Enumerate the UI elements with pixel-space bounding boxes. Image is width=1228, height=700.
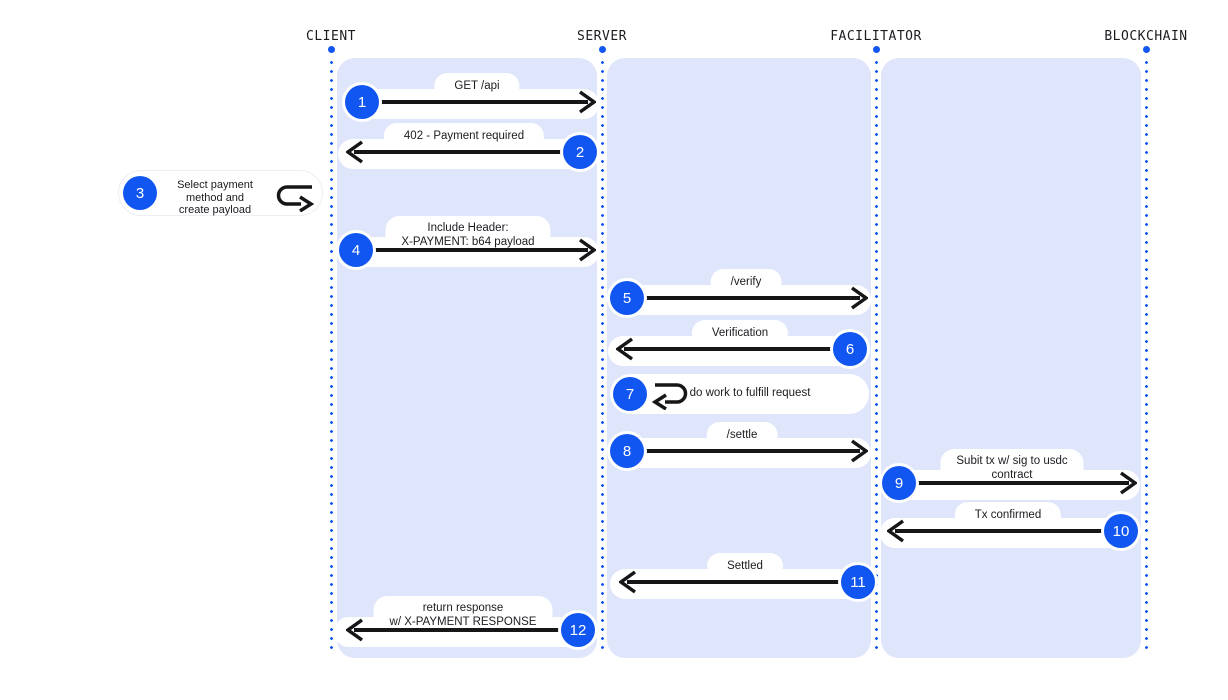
step-number-badge: 11 [841, 565, 875, 599]
lifeline-server [601, 58, 604, 650]
actor-dot-blockchain [1142, 46, 1150, 53]
arrow-head-right-icon [578, 238, 596, 262]
arrow-head-left-icon [616, 337, 634, 361]
actor-dot-server [598, 46, 606, 53]
step-number-badge: 7 [613, 377, 647, 411]
arrow-head-right-icon [850, 439, 868, 463]
message-7-label: do work to fulfill request [689, 387, 811, 399]
step-number-badge: 9 [882, 466, 916, 500]
message-2-arrow-line [354, 150, 580, 154]
message-9-label: Subit tx w/ sig to usdc contract [940, 449, 1084, 487]
message-4-label: Include Header: X-PAYMENT: b64 payload [385, 216, 551, 254]
message-12-arrow-line [354, 628, 578, 632]
message-6-label: Verification [691, 320, 789, 346]
message-9-arrow-line [899, 481, 1129, 485]
arrow-head-right-icon [850, 286, 868, 310]
message-11-arrow-line [627, 580, 858, 584]
message-6-arrow-line [624, 347, 850, 351]
lifeline-blockchain [1145, 58, 1148, 650]
actor-dot-facilitator [872, 46, 880, 53]
hook-arrow-right-icon [276, 185, 315, 212]
lane-facilitator-blockchain [881, 58, 1141, 658]
step-number-badge: 2 [563, 135, 597, 169]
message-10-arrow-line [895, 529, 1121, 533]
actor-label-blockchain: BLOCKCHAIN [1104, 29, 1188, 44]
step-number-badge: 6 [833, 332, 867, 366]
arrow-head-left-icon [346, 140, 364, 164]
message-8-arrow-line [627, 449, 860, 453]
actor-label-client: CLIENT [306, 29, 356, 44]
message-4-arrow-line [356, 248, 588, 252]
step-number-badge: 8 [610, 434, 644, 468]
arrow-head-left-icon [887, 519, 905, 543]
step-number-badge: 12 [561, 613, 595, 647]
message-2-label: 402 - Payment required [383, 123, 545, 149]
step-number-badge: 4 [339, 233, 373, 267]
message-5-label: /verify [710, 269, 782, 295]
lifeline-facilitator [875, 58, 878, 650]
message-1-arrow-line [362, 100, 588, 104]
step-number-badge: 10 [1104, 514, 1138, 548]
message-1-label: GET /api [434, 73, 520, 99]
step-number-badge: 3 [123, 176, 157, 210]
arrow-head-left-icon [619, 570, 637, 594]
message-7-band [612, 374, 869, 414]
actor-dot-client [327, 46, 335, 53]
message-5-arrow-line [627, 296, 860, 300]
arrow-head-right-icon [1119, 471, 1137, 495]
lifeline-client [330, 58, 333, 650]
loop-arrow-left-icon [651, 383, 688, 410]
message-12-label: return response w/ X-PAYMENT RESPONSE [373, 596, 553, 634]
message-8-label: /settle [706, 422, 778, 448]
message-10-label: Tx confirmed [954, 502, 1062, 528]
actor-label-facilitator: FACILITATOR [830, 29, 922, 44]
message-3-label: Select payment method and create payload [177, 179, 253, 216]
arrow-head-left-icon [346, 618, 364, 642]
step-number-badge: 1 [345, 85, 379, 119]
step-number-badge: 5 [610, 281, 644, 315]
message-11-label: Settled [707, 553, 783, 579]
actor-label-server: SERVER [577, 29, 627, 44]
arrow-head-right-icon [578, 90, 596, 114]
